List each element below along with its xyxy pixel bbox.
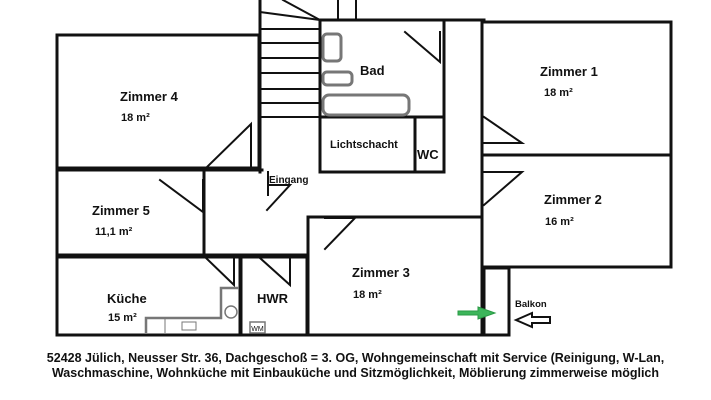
lichtschacht-label: Lichtschacht	[330, 139, 398, 151]
zimmer-3-label: Zimmer 3	[352, 265, 410, 280]
zimmer-5-label: Zimmer 5	[92, 203, 150, 218]
zimmer-2-label: Zimmer 2	[544, 192, 602, 207]
sink-icon	[181, 321, 197, 331]
balcony	[482, 266, 511, 337]
bathtub-icon	[321, 93, 411, 117]
balkon-label: Balkon	[515, 299, 547, 310]
zimmer-1-area: 18 m²	[544, 87, 573, 99]
kueche-label: Küche	[107, 291, 147, 306]
zimmer-4-label: Zimmer 4	[120, 89, 179, 104]
zimmer-5-area: 11,1 m²	[95, 226, 133, 238]
kueche-area: 15 m²	[108, 312, 137, 324]
toilet-icon	[321, 32, 343, 63]
kitchen-counter	[144, 286, 239, 333]
room-wc	[413, 115, 446, 174]
zimmer-2-area: 16 m²	[545, 216, 574, 228]
balcony-arrow-black	[513, 311, 551, 329]
zimmer-3-area: 18 m²	[353, 289, 382, 301]
balcony-arrow-green	[457, 306, 497, 320]
door-swings	[158, 30, 526, 288]
hwr-label: HWR	[257, 291, 289, 306]
address-caption-line-2: Waschmaschine, Wohnküche mit Einbauküche…	[51, 366, 660, 380]
zimmer-1-label: Zimmer 1	[540, 64, 598, 79]
room-zimmer-2	[480, 153, 673, 269]
address-caption-line-1: 52428 Jülich, Neusser Str. 36, Dachgesch…	[46, 351, 665, 365]
svg-text:WM: WM	[251, 326, 264, 333]
bad-label: Bad	[360, 63, 385, 78]
wc-label: WC	[417, 147, 439, 162]
stove-icon	[224, 305, 238, 319]
eingang-label: Eingang	[269, 175, 308, 186]
sink-icon	[321, 70, 354, 87]
room-kueche	[55, 255, 242, 337]
bathroom-fixtures	[321, 32, 411, 117]
washing-machine-icon: WM	[249, 321, 266, 334]
floor-plan: WM Zimmer 4 18 m² Zimmer 1 18 m² Zimmer …	[55, 0, 673, 337]
room-hwr	[239, 255, 309, 337]
zimmer-4-area: 18 m²	[121, 112, 150, 124]
